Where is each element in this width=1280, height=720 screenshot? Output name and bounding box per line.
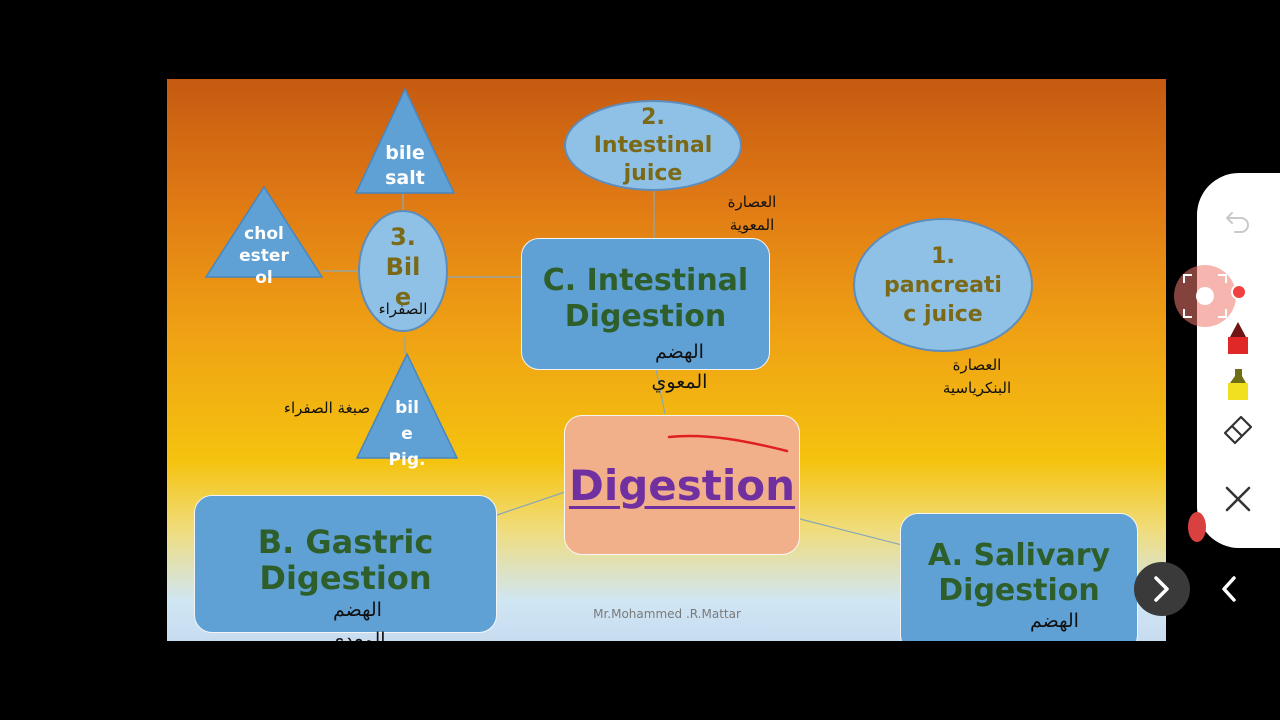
gastric-digestion-arabic: الهضم المعدي bbox=[329, 599, 386, 641]
pancreatic-juice-arabic: العصارة البنكرياسية bbox=[942, 356, 1012, 398]
bile-arabic: الصفراء bbox=[378, 300, 428, 318]
gastric-digestion-label: B. Gastric Digestion bbox=[257, 523, 434, 597]
eraser-tool[interactable] bbox=[1218, 412, 1258, 448]
slide: Digestion C. Intestinal Digestion الهضم … bbox=[167, 79, 1166, 641]
gastric-digestion-box: B. Gastric Digestion bbox=[194, 495, 497, 633]
chevron-left-icon bbox=[1222, 576, 1236, 602]
chevron-right-icon bbox=[1154, 576, 1169, 602]
screen-record-button[interactable] bbox=[1174, 265, 1236, 327]
intestinal-juice-oval: 2. Intestinal juice bbox=[564, 100, 742, 191]
close-icon bbox=[1225, 486, 1251, 512]
next-slide-button[interactable] bbox=[1134, 562, 1190, 616]
digestion-center-box: Digestion bbox=[564, 415, 800, 555]
intestinal-digestion-arabic: الهضم المعوي bbox=[651, 341, 708, 393]
red-annotation-stroke bbox=[667, 434, 789, 453]
highlighter-icon bbox=[1228, 369, 1248, 400]
close-toolbar-button[interactable] bbox=[1218, 481, 1258, 517]
eraser-icon bbox=[1223, 415, 1253, 445]
bile-salt-triangle: bile salt bbox=[354, 87, 456, 195]
bile-pigment-triangle: bil e Pig. bbox=[355, 352, 459, 470]
toolbar-edge-indicator bbox=[1188, 512, 1206, 542]
salivary-digestion-box: A. Salivary Digestion bbox=[900, 513, 1138, 641]
cholesterol-triangle: chol ester ol bbox=[204, 185, 324, 288]
bile-oval: 3. Bil e bbox=[358, 210, 448, 332]
intestinal-digestion-box: C. Intestinal Digestion bbox=[521, 238, 770, 370]
pancreatic-juice-oval: 1. pancreati c juice bbox=[853, 218, 1033, 352]
red-pen-icon bbox=[1228, 322, 1248, 354]
bile-pigment-arabic: صبغة الصفراء bbox=[283, 399, 371, 417]
salivary-digestion-label: A. Salivary Digestion bbox=[927, 538, 1111, 608]
red-pen-tool[interactable] bbox=[1218, 320, 1258, 356]
intestinal-digestion-label: C. Intestinal Digestion bbox=[542, 263, 749, 334]
intestinal-juice-arabic: العصارة المعوية bbox=[727, 193, 777, 235]
digestion-center-label: Digestion bbox=[568, 460, 796, 510]
annotation-toolbar bbox=[1197, 173, 1280, 548]
highlighter-tool[interactable] bbox=[1218, 366, 1258, 402]
salivary-digestion-arabic: الهضم bbox=[1030, 610, 1079, 632]
record-icon bbox=[1183, 274, 1227, 318]
author-footer: Mr.Mohammed .R.Mattar bbox=[593, 607, 741, 621]
undo-icon bbox=[1226, 212, 1249, 233]
collapse-toolbar-button[interactable] bbox=[1212, 572, 1246, 606]
undo-button[interactable] bbox=[1218, 202, 1258, 238]
record-dot bbox=[1231, 284, 1247, 300]
